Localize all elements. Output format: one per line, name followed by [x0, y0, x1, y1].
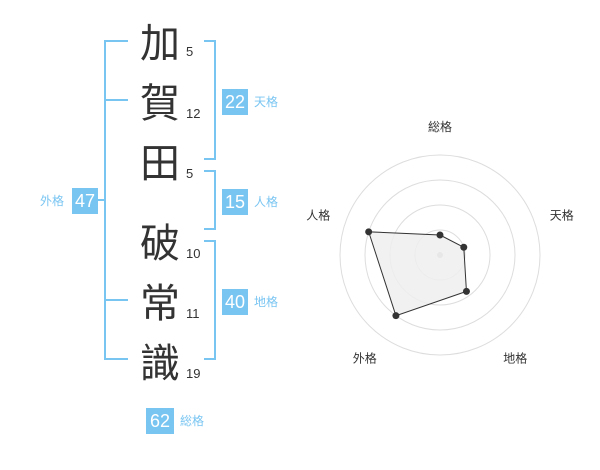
radar-axis-label-3: 地格 [503, 351, 527, 366]
radar-point-1 [436, 231, 444, 239]
gaikaku-bracket-tick-2 [104, 299, 128, 301]
jinkaku-label: 人格 [254, 195, 279, 209]
stroke-count-6: 19 [186, 366, 201, 381]
radar-axis-label-5: 人格 [306, 207, 330, 222]
soukaku-badge: 62 [146, 408, 174, 434]
tenkaku-label: 天格 [254, 95, 279, 109]
radar-point-2 [460, 243, 468, 251]
stroke-count-5: 11 [186, 306, 200, 321]
stroke-count-1: 5 [186, 44, 194, 59]
radar-grid-ring [339, 154, 541, 356]
jinkaku-bracket [204, 170, 216, 230]
chikaku-badge: 40 [222, 289, 248, 315]
gaikaku-bracket-tick-1 [104, 99, 128, 101]
stroke-count-4: 10 [186, 246, 201, 261]
radar-point-4 [392, 312, 400, 320]
tenkaku-badge: 22 [222, 89, 248, 115]
radar-grid-ring [364, 179, 516, 331]
radar-point-3 [462, 287, 470, 295]
stroke-count-3: 5 [186, 166, 194, 181]
kanji-1: 加 [140, 21, 180, 67]
radar-points [365, 228, 470, 320]
kanji-3: 田 [140, 141, 180, 187]
gaikaku-label: 外格 [40, 194, 65, 208]
radar-point-5 [365, 228, 373, 236]
radar-shape [367, 231, 467, 317]
gaikaku-badge: 47 [72, 188, 98, 214]
jinkaku-badge: 15 [222, 189, 248, 215]
kanji-4: 破 [140, 221, 180, 267]
chikaku-label: 地格 [254, 295, 279, 309]
stroke-count-2: 12 [186, 106, 201, 121]
kanji-5: 常 [140, 281, 180, 327]
tenkaku-bracket [204, 40, 216, 160]
radar-axis-label-2: 天格 [550, 207, 574, 222]
radar-axis-label-1: 総格 [428, 119, 452, 134]
gaikaku-connector [98, 199, 106, 201]
kanji-6: 識 [140, 341, 180, 387]
radar-axis-label-4: 外格 [353, 351, 377, 366]
soukaku-label: 総格 [180, 414, 205, 428]
kanji-2: 賀 [140, 81, 180, 127]
chikaku-bracket [204, 240, 216, 360]
